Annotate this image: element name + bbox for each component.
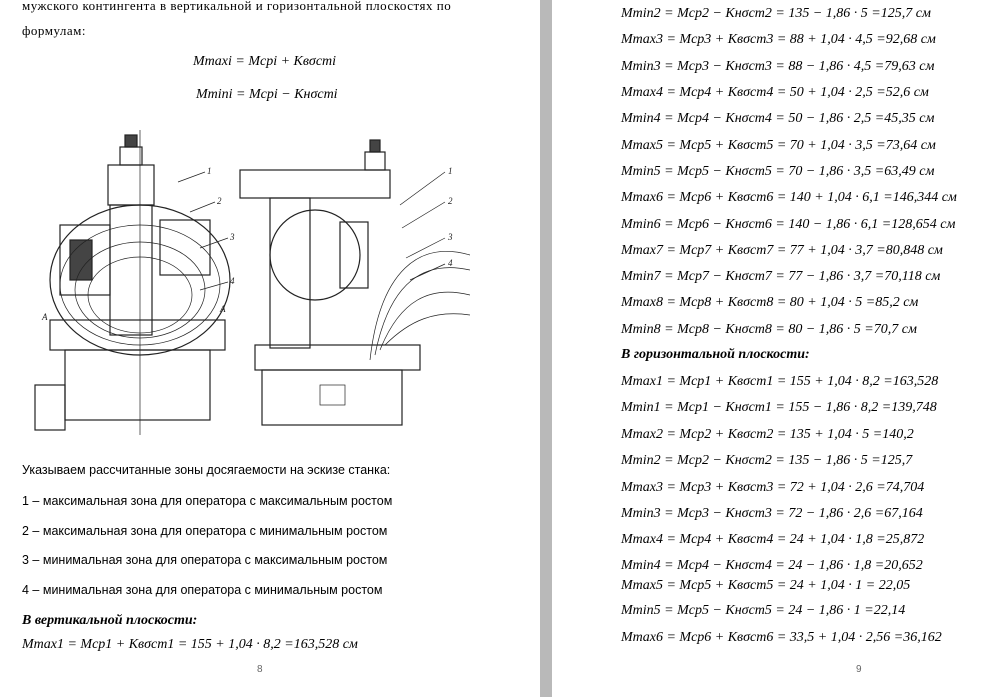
leader-4 [199,281,229,291]
vertical-line: Mmin3 = Mср3 − Кнσст3 = 88 − 1,86 · 4,5 … [621,59,935,74]
vertical-line: Mmax6 = Mср6 + Квσст6 = 140 + 1,04 · 6,1… [621,190,957,205]
horizontal-line: Mmax3 = Mср3 + Квσст3 = 72 + 1,04 · 2,6 … [621,480,925,495]
vertical-formula-first: Mmax1 = Mср1 + Квσст1 = 155 + 1,04 · 8,2… [22,637,358,652]
machine-base [64,349,211,421]
document-page-left: мужского контингента в вертикальной и го… [0,0,540,697]
vertical-line: Mmax7 = Mср7 + Квσст7 = 77 + 1,04 · 3,7 … [621,243,943,258]
zone-item-2: 2 – максимальная зона для оператора с ми… [22,524,388,538]
side-leader-2 [401,201,446,229]
side-arc-4 [384,313,471,346]
label-side-2: 2 [448,196,453,206]
label-side-1: 1 [448,166,453,176]
horizontal-line: Mmax1 = Mср1 + Квσст1 = 155 + 1,04 · 8,2… [621,374,939,389]
gearbox-housing [59,224,111,296]
side-arc-1 [369,251,471,361]
spindle-head [107,164,155,206]
vertical-line: Mmin6 = Mср6 − Кнσст6 = 140 − 1,86 · 6,1… [621,217,956,232]
side-base-panel [319,384,346,406]
horizontal-line: Mmax4 = Mср4 + Квσст4 = 24 + 1,04 · 1,8 … [621,532,925,547]
leader-1 [177,171,206,183]
zones-intro: Указываем рассчитанные зоны досягаемости… [22,463,391,477]
horizontal-line: Mmax6 = Mср6 + Квσст6 = 33,5 + 1,04 · 2,… [621,630,942,645]
intro-line-1: мужского контингента в вертикальной и го… [22,0,452,13]
horizontal-line: Mmax2 = Mср2 + Квσст2 = 135 + 1,04 · 5 =… [621,427,914,442]
side-panel-box [339,221,369,289]
zone-item-3: 3 – минимальная зона для оператора с мак… [22,553,388,567]
vertical-heading: В вертикальной плоскости: [22,613,198,628]
vertical-line: Mmin4 = Mср4 − Кнσст4 = 50 − 1,86 · 2,5 … [621,111,935,126]
document-page-right: Mmin2 = Mср2 − Кнσст2 = 135 − 1,86 · 5 =… [552,0,1000,697]
zone-item-4: 4 – минимальная зона для оператора с мин… [22,583,383,597]
side-column [269,197,311,349]
leader-2 [189,201,216,213]
side-reach-zone [269,209,361,301]
side-leader-4 [409,263,446,281]
machine-sketch-figure: 1 2 3 4 А А 1 2 3 4 [30,130,471,440]
side-top-cap [369,139,381,153]
side-arc-3 [379,291,471,351]
handwheel [69,239,93,281]
vertical-line: Mmax4 = Mср4 + Квσст4 = 50 + 1,04 · 2,5 … [621,85,929,100]
horizontal-line: Mmin3 = Mср3 − Кнσст3 = 72 − 1,86 · 2,6 … [621,506,923,521]
label-front-1: 1 [207,166,212,176]
horizontal-line: Mmin5 = Mср5 − Кнσст5 = 24 − 1,86 · 1 =2… [621,603,906,618]
machine-column [109,204,153,336]
vertical-line: Mmin7 = Mср7 − Кнσст7 = 77 − 1,86 · 3,7 … [621,269,941,284]
label-section-a-left: А [41,312,48,322]
vertical-line: Mmin2 = Mср2 − Кнσст2 = 135 − 1,86 · 5 =… [621,6,931,21]
side-leader-1 [399,171,446,206]
side-table [254,344,421,371]
vertical-line: Mmax8 = Mср8 + Квσст8 = 80 + 1,04 · 5 =8… [621,295,919,310]
leader-3 [199,237,229,249]
label-section-a-right: А [219,304,226,314]
side-arc-2 [374,267,471,356]
vertical-line: Mmin5 = Mср5 − Кнσст5 = 70 − 1,86 · 3,5 … [621,164,935,179]
side-top-ram [239,169,391,199]
vertical-line: Mmax5 = Mср5 + Квσст5 = 70 + 1,04 · 3,5 … [621,138,936,153]
side-leader-3 [405,237,446,259]
page-number-right: 9 [856,664,862,675]
zone-item-1: 1 – максимальная зона для оператора с ма… [22,494,393,508]
horizontal-line: Mmin1 = Mср1 − Кнσст1 = 155 − 1,86 · 8,2… [621,400,937,415]
spindle-top [119,146,143,166]
page-number-left: 8 [257,664,263,675]
side-base [261,369,403,426]
label-side-4: 4 [448,258,453,268]
horizontal-line: Mmax5 = Mср5 + Квσст5 = 24 + 1,04 · 1 = … [621,578,911,593]
formula-min: Mmini = Mсрi − Кнσстi [196,87,338,102]
side-panel [159,219,211,276]
machine-sketch-svg: 1 2 3 4 А А 1 2 3 4 [34,130,471,435]
motor-unit [34,384,66,431]
label-front-4: 4 [230,276,235,286]
formula-max: Mmaxi = Mсрi + Квσстi [193,54,337,69]
horizontal-line: Mmin2 = Mср2 − Кнσст2 = 135 − 1,86 · 5 =… [621,453,913,468]
label-front-2: 2 [217,196,222,206]
side-spindle-top [364,151,386,171]
label-side-3: 3 [447,232,453,242]
label-front-3: 3 [229,232,235,242]
spindle-top-cap [124,134,138,148]
horizontal-line: Mmin4 = Mср4 − Кнσст4 = 24 − 1,86 · 1,8 … [621,558,923,573]
vertical-line: Mmax3 = Mср3 + Квσст3 = 88 + 1,04 · 4,5 … [621,32,936,47]
horizontal-heading: В горизонтальной плоскости: [621,347,810,362]
vertical-line: Mmin8 = Mср8 − Кнσст8 = 80 − 1,86 · 5 =7… [621,322,917,337]
intro-line-2: формулам: [22,23,86,38]
